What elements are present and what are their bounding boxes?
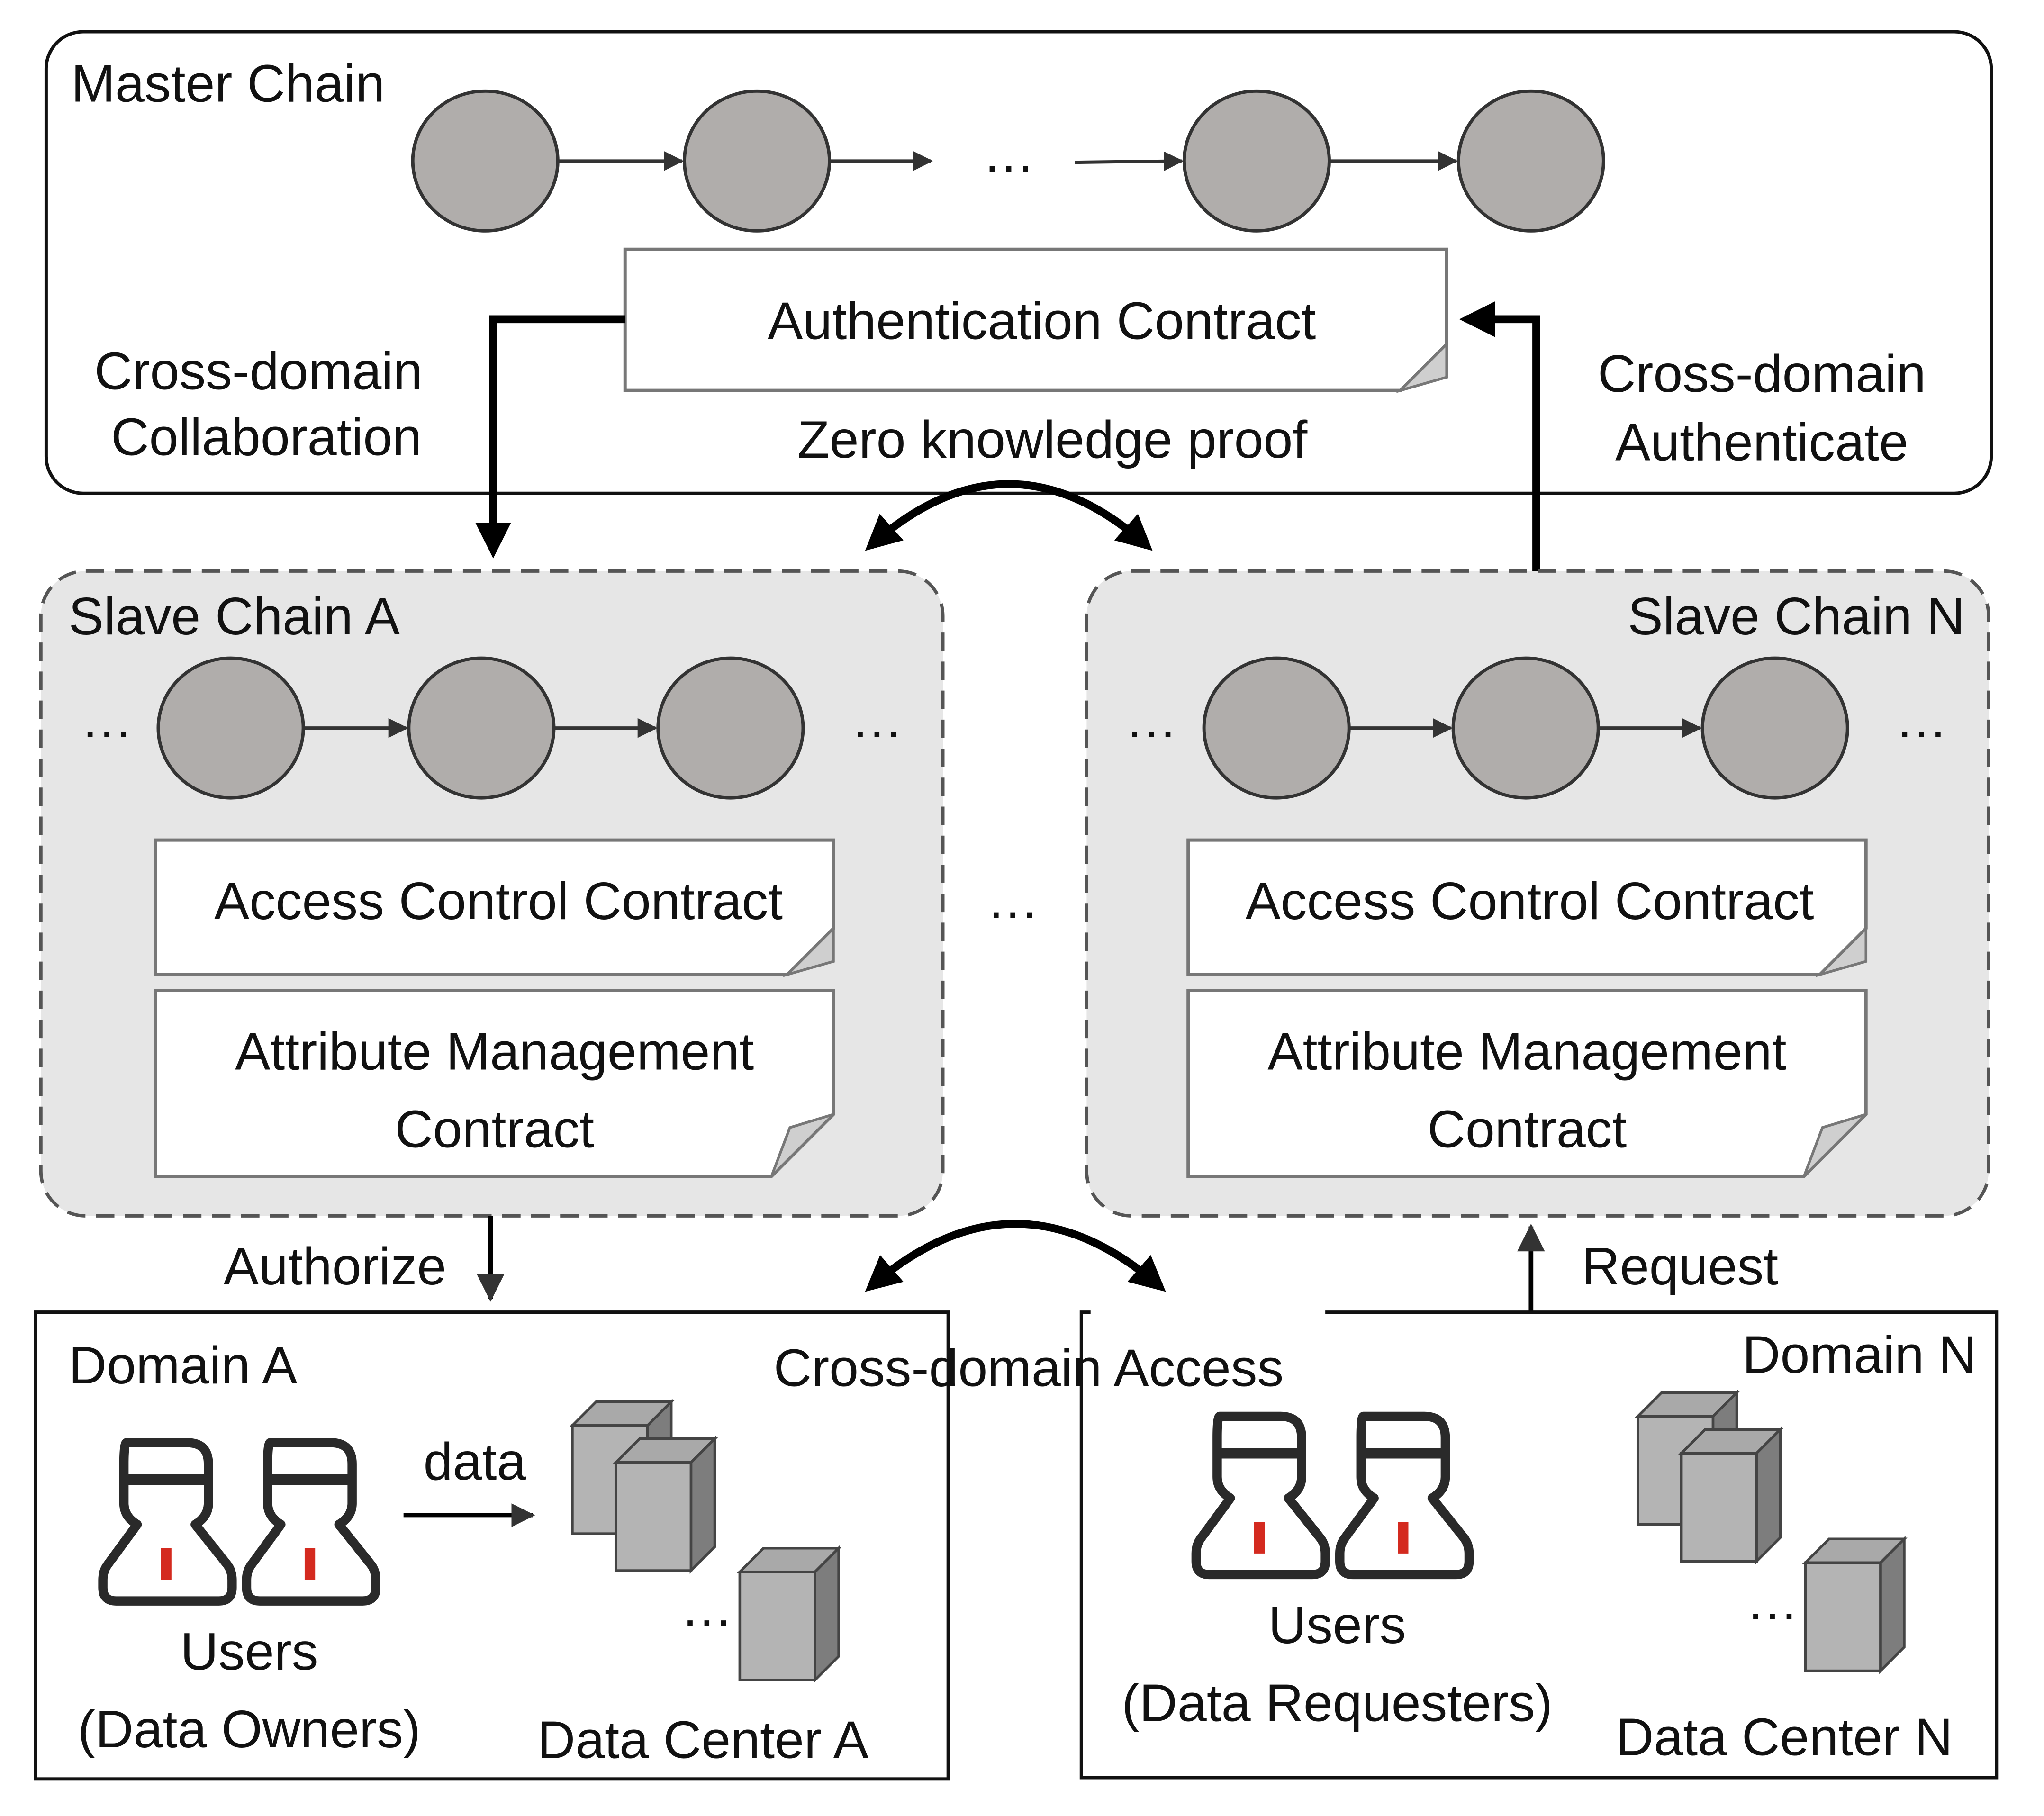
master-block [1182, 89, 1331, 233]
slave-n-block [1700, 656, 1849, 800]
slave-chain-a-panel: Slave Chain A … … Access Control Contrac… [39, 569, 945, 1218]
authorize-label: Authorize [224, 1237, 446, 1296]
server-icon [613, 1436, 718, 1574]
master-block [683, 89, 832, 233]
server-icon [1678, 1426, 1784, 1565]
slave-n-ellipsis-left: … [1125, 689, 1177, 749]
slave-chain-n-panel: Slave Chain N … … Access Control Contrac… [1085, 569, 1990, 1218]
data-owners-label: (Data Owners) [78, 1699, 421, 1759]
data-center-a-label: Data Center A [537, 1710, 869, 1769]
authentication-contract: Authentication Contract [623, 247, 1448, 392]
master-chain-title: Master Chain [71, 54, 385, 113]
attribute-management-label-1: Attribute Management [235, 1021, 754, 1081]
data-center-n-label: Data Center N [1616, 1708, 1953, 1767]
slave-a-access-control-contract: Access Control Contract [154, 838, 835, 976]
user-icon [1335, 1411, 1474, 1580]
cross-domain-collaboration-label-2: Collaboration [111, 407, 422, 466]
domain-n-box [1079, 1310, 1999, 1780]
block-link-arrow [1075, 151, 1184, 172]
cross-domain-authenticate-label-1: Cross-domain [1598, 344, 1926, 403]
cross-domain-collaboration-label-1: Cross-domain [94, 341, 423, 400]
request-label: Request [1582, 1237, 1779, 1296]
access-control-contract-label: Access Control Contract [1245, 871, 1814, 931]
attribute-management-label-2: Contract [1428, 1100, 1627, 1159]
user-icon [98, 1438, 237, 1606]
master-chain-panel: Master Chain … Authentication Contract C… [44, 30, 1993, 495]
attribute-management-label-2: Contract [395, 1100, 594, 1159]
middle-ellipsis: … [986, 870, 1039, 929]
authentication-contract-label: Authentication Contract [768, 291, 1316, 351]
domain-n-panel: Domain N Users (Data Requesters) [1079, 1310, 1999, 1780]
slave-n-ellipsis-right: … [1895, 689, 1948, 749]
domain-a-panel: Domain A data Users (Data Owners) [34, 1310, 950, 1781]
cross-domain-access-arrow [865, 1220, 1166, 1292]
slave-chain-a-title: Slave Chain A [69, 587, 400, 646]
data-flow-label: data [424, 1432, 526, 1491]
slave-a-block [156, 656, 305, 800]
authenticate-arrow [1459, 301, 1540, 571]
collaboration-arrow [475, 315, 625, 559]
slave-a-block [407, 656, 556, 800]
slave-n-block [1202, 656, 1351, 800]
slave-a-block [656, 656, 805, 800]
slave-n-access-control-contract: Access Control Contract [1186, 838, 1868, 976]
zero-knowledge-proof-label: Zero knowledge proof [797, 410, 1308, 469]
zkp-bidirectional-arrow [865, 480, 1153, 551]
cross-domain-access-label: Cross-domain Access [774, 1338, 1284, 1397]
user-icon [242, 1438, 380, 1606]
slave-a-attribute-management-contract: Attribute Management Contract [154, 988, 835, 1178]
master-block [1456, 89, 1605, 233]
slave-a-ellipsis-left: … [81, 689, 133, 749]
data-center-n-ellipsis: … [1746, 1572, 1799, 1631]
attribute-management-label-1: Attribute Management [1267, 1021, 1786, 1081]
cross-domain-authenticate-label-2: Authenticate [1615, 413, 1908, 472]
master-block [411, 89, 560, 233]
data-center-a-ellipsis: … [680, 1578, 733, 1637]
domain-a-title: Domain A [69, 1336, 298, 1395]
server-icon [736, 1545, 842, 1683]
users-label: Users [181, 1622, 318, 1681]
server-icon [1802, 1536, 1908, 1674]
domain-n-title: Domain N [1742, 1325, 1977, 1384]
slave-a-ellipsis-right: … [850, 689, 903, 749]
data-requesters-label: (Data Requesters) [1121, 1673, 1552, 1732]
slave-n-attribute-management-contract: Attribute Management Contract [1186, 988, 1868, 1178]
slave-n-block [1451, 656, 1600, 800]
users-label: Users [1268, 1595, 1406, 1654]
master-chain-blocks: … [411, 89, 1605, 233]
user-icon [1191, 1411, 1330, 1580]
slave-chain-n-title: Slave Chain N [1628, 587, 1965, 646]
master-chain-ellipsis: … [983, 124, 1035, 183]
access-control-contract-label: Access Control Contract [214, 871, 783, 931]
